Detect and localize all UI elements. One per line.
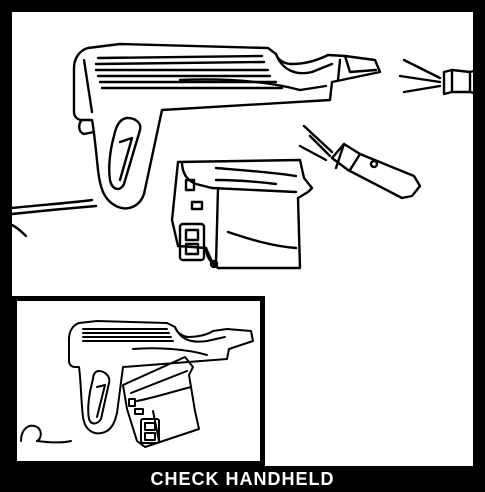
inset-panel — [12, 296, 265, 466]
assembled-handheld-icon — [17, 301, 260, 461]
caption-title: CHECK HANDHELD — [151, 469, 335, 490]
dust-cup-icon — [172, 160, 312, 268]
flashlight-icon — [300, 60, 478, 198]
handheld-vacuum-icon — [12, 44, 380, 236]
caption-bar: CHECK HANDHELD — [0, 466, 485, 492]
